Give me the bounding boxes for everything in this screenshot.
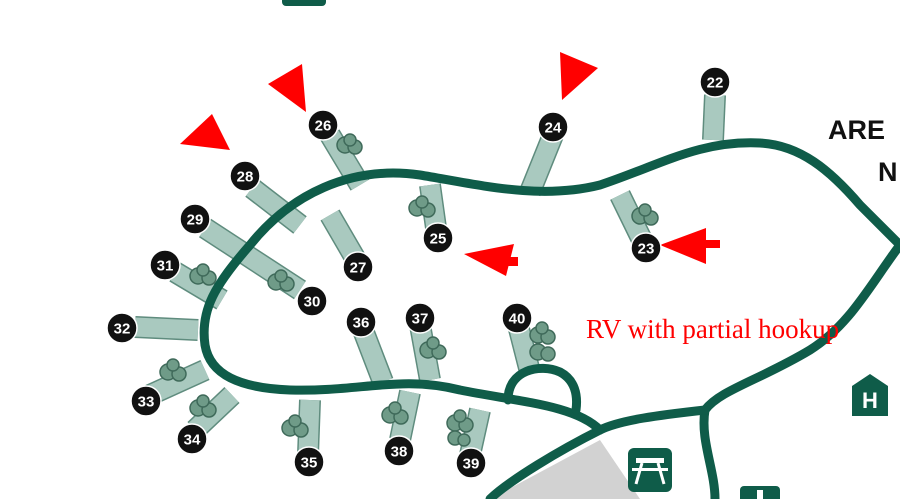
roads	[199, 138, 900, 499]
site-marker-28[interactable]: 28	[229, 160, 261, 192]
site-marker-30[interactable]: 30	[296, 285, 328, 317]
rv-partial-hookup-note: RV with partial hookup	[586, 314, 839, 344]
site-number: 26	[315, 118, 332, 135]
site-marker-36[interactable]: 36	[345, 306, 377, 338]
site-marker-27[interactable]: 27	[342, 251, 374, 283]
site-number: 29	[187, 212, 204, 229]
site-marker-40[interactable]: 40	[501, 302, 533, 334]
paved-area	[490, 440, 640, 499]
road-east	[699, 240, 900, 499]
road-south-2	[485, 425, 605, 499]
site-number: 38	[391, 444, 408, 461]
tree-icon	[447, 430, 471, 447]
tree-icon	[189, 263, 217, 286]
tree-icon	[189, 394, 217, 418]
site-number: 30	[304, 294, 321, 311]
direction-arrow-icon	[560, 52, 598, 100]
direction-arrow-icon	[464, 244, 518, 276]
site-number: 32	[114, 321, 131, 338]
site-marker-34[interactable]: 34	[176, 423, 208, 455]
site-number: 28	[237, 169, 254, 186]
road-turnaround	[503, 363, 582, 415]
tree-icon	[336, 133, 363, 155]
tree-icon	[529, 321, 556, 345]
road-south	[595, 405, 710, 435]
site-number: 24	[545, 120, 562, 137]
tree-icon	[267, 269, 295, 292]
site-number: 33	[138, 394, 155, 411]
tree-icon	[446, 409, 474, 433]
tree-icon	[631, 203, 659, 226]
direction-arrow-icon	[660, 228, 720, 264]
site-number: 37	[412, 311, 429, 328]
site-marker-39[interactable]: 39	[455, 447, 487, 479]
direction-arrows	[180, 52, 720, 276]
site-number: 40	[509, 311, 526, 328]
tree-icon	[419, 336, 447, 360]
site-marker-31[interactable]: 31	[149, 249, 181, 281]
area-label-line2: N	[878, 157, 898, 187]
site-number: 27	[350, 260, 367, 277]
site-number: 25	[430, 231, 447, 248]
site-marker-35[interactable]: 35	[293, 446, 325, 478]
site-marker-25[interactable]: 25	[422, 222, 454, 254]
site-marker-37[interactable]: 37	[404, 302, 436, 334]
restroom-icon[interactable]	[740, 486, 780, 499]
site-number: 31	[157, 258, 174, 275]
tree-icon	[381, 401, 409, 425]
hospital-icon[interactable]: H	[852, 374, 888, 416]
site-number: 39	[463, 456, 480, 473]
site-marker-26[interactable]: 26	[307, 109, 339, 141]
loop-road	[199, 138, 900, 435]
site-marker-29[interactable]: 29	[179, 203, 211, 235]
tree-icon	[529, 343, 556, 362]
site-marker-23[interactable]: 23	[630, 232, 662, 264]
site-markers: 22 23 24 25 26 27 28 29 30 31 32 33 34 3…	[106, 66, 731, 479]
site-marker-33[interactable]: 33	[130, 385, 162, 417]
site-marker-38[interactable]: 38	[383, 435, 415, 467]
site-marker-32[interactable]: 32	[106, 312, 138, 344]
tree-icon	[281, 414, 309, 438]
direction-arrow-icon	[180, 114, 230, 150]
site-number: 36	[353, 315, 370, 332]
site-number: 34	[184, 432, 201, 449]
top-sign-icon	[282, 0, 326, 6]
site-marker-22[interactable]: 22	[699, 66, 731, 98]
picnic-table-icon[interactable]	[628, 448, 672, 492]
site-number: 23	[638, 241, 655, 258]
site-number: 35	[301, 455, 318, 472]
tree-icon	[159, 358, 187, 382]
trees	[159, 133, 659, 447]
tree-icon	[408, 195, 436, 218]
site-marker-24[interactable]: 24	[537, 111, 569, 143]
hospital-letter: H	[862, 388, 878, 413]
area-label-line1: ARE	[828, 115, 885, 145]
site-number: 22	[707, 75, 724, 92]
direction-arrow-icon	[268, 64, 306, 112]
